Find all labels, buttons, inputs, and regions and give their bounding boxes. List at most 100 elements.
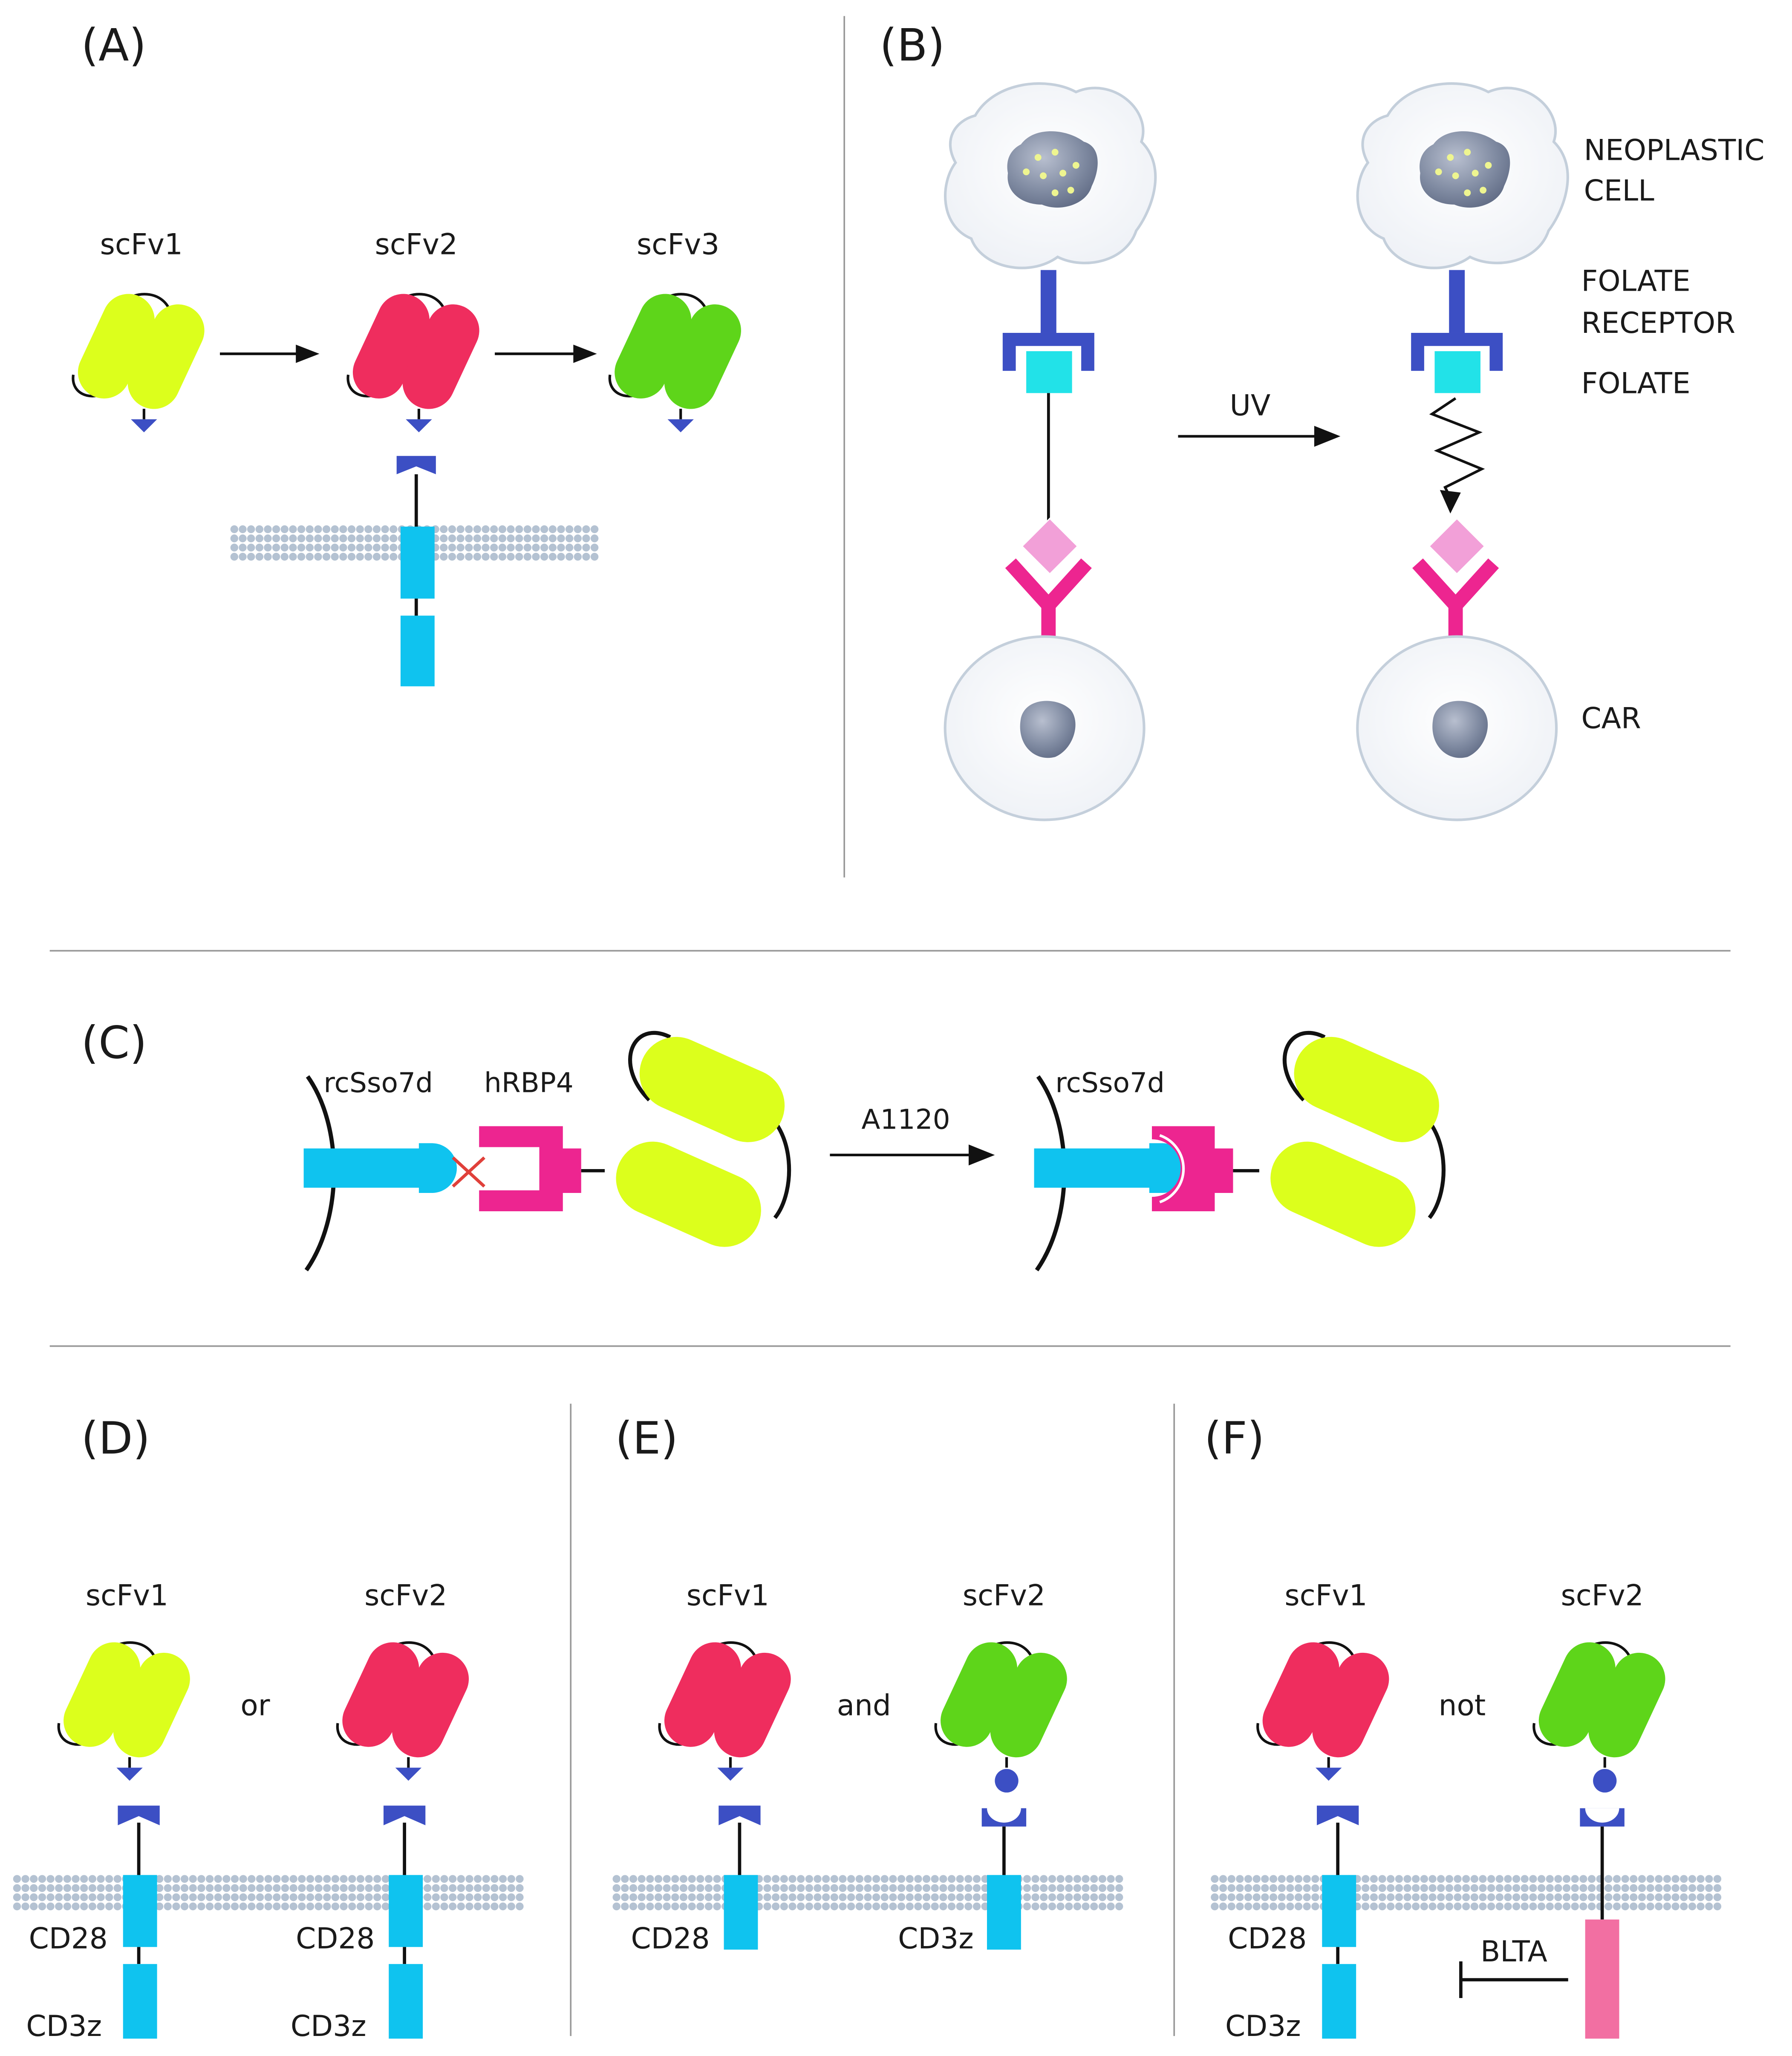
- scfv1-antibody: [72, 293, 205, 433]
- neoplastic-cell-right: [1356, 82, 1569, 269]
- a1120-arrow: [830, 1144, 995, 1166]
- scfv-large-domain-top: [1294, 1037, 1439, 1142]
- panel-e: (E) scFv1 scFv2 and CD28 CD3z: [612, 1412, 1123, 1955]
- scfv-large-domain-bottom: [1270, 1141, 1416, 1247]
- f-not-label: not: [1439, 1689, 1486, 1722]
- hrbp4-adapter: [479, 1126, 581, 1212]
- scfv-domain-vh: [941, 1642, 1018, 1747]
- rcsso7d-binder-left: [303, 1143, 457, 1193]
- d-cd28-block-right: [389, 1875, 423, 1947]
- panel-label-c: (C): [81, 1017, 147, 1069]
- d-cd28-label-left: CD28: [29, 1921, 108, 1955]
- scfv-domain-vh: [1262, 1642, 1339, 1747]
- scfv2-label: scFv2: [375, 228, 458, 261]
- scfv-tag-triangle: [116, 1767, 143, 1781]
- f-cd28-label: CD28: [1228, 1921, 1307, 1955]
- scfv-large-domain-bottom: [616, 1141, 761, 1247]
- scfv-tag-triangle: [717, 1767, 744, 1781]
- scfv-domain-vl: [1312, 1652, 1389, 1758]
- panel-label-f: (F): [1204, 1412, 1265, 1464]
- panel-label-d: (D): [81, 1412, 150, 1464]
- d-scfv2-antibody: [336, 1641, 469, 1781]
- scfv-tag-triangle: [406, 419, 432, 433]
- scfv-domain-vh: [664, 1642, 741, 1747]
- e-receptor-cd3z: [981, 1808, 1027, 1950]
- scfv-domain-vl: [402, 304, 479, 409]
- car-t-nucleus-right: [1432, 701, 1488, 758]
- e-cd3z-label: CD3z: [898, 1921, 974, 1955]
- uv-arrow: [1178, 426, 1341, 447]
- panel-c: (C) rcSso7d hRBP4 rcSso7d A1120: [81, 1017, 1446, 1272]
- d-receptor-left: [118, 1805, 160, 2039]
- folate-left: [1026, 351, 1072, 393]
- scfv-domain-vl: [113, 1652, 190, 1758]
- folate-label: FOLATE: [1581, 366, 1690, 400]
- scfv-domain-vh: [63, 1642, 141, 1747]
- neoplastic-cell-left: [944, 82, 1157, 269]
- scfv-large-right: [1270, 1031, 1446, 1247]
- scfv-domain-vl: [990, 1652, 1067, 1758]
- cell-membrane-e: [612, 1875, 1123, 1911]
- e-scfv2-label: scFv2: [963, 1579, 1045, 1612]
- cell-membrane-d: [13, 1875, 524, 1911]
- d-cd28-block-left: [123, 1875, 157, 1947]
- f-cd28-block: [1322, 1875, 1356, 1947]
- rcsso7d-label-left: rcSso7d: [323, 1067, 433, 1099]
- scfv-domain-vh: [342, 1642, 419, 1747]
- panel-d: (D) scFv1 scFv2 or CD28 CD3z CD28 CD3z: [13, 1412, 524, 2043]
- f-receptor-inhibitory: [1580, 1808, 1625, 2039]
- f-blta-block: [1585, 1919, 1619, 2039]
- scfv-large-linker-top: [628, 1031, 671, 1102]
- scfv-tag-triangle: [1315, 1767, 1342, 1781]
- scfv-domain-vl: [1588, 1652, 1665, 1758]
- e-scfv1-label: scFv1: [687, 1579, 769, 1612]
- folate-right: [1434, 351, 1480, 393]
- panel-b: (B) UV: [880, 19, 1764, 821]
- d-cd3z-block-right: [389, 1964, 423, 2039]
- f-inhibition-bar: [1459, 1961, 1568, 1998]
- scfv-tag-triangle: [667, 419, 694, 433]
- scfv-domain-vl: [664, 304, 741, 409]
- scfv-tag-circle: [995, 1769, 1019, 1793]
- divider-lines: [49, 16, 1731, 2036]
- cell-membrane-f: [1211, 1875, 1722, 1911]
- rcsso7d-binder-right: [1034, 1143, 1187, 1193]
- uv-label: UV: [1230, 388, 1271, 422]
- folate-receptor-label-line1: FOLATE: [1581, 264, 1690, 298]
- folate-receptor-left: [1002, 270, 1094, 371]
- folate-receptor-label-line2: RECEPTOR: [1581, 306, 1735, 340]
- scfv-tag-triangle: [395, 1767, 422, 1781]
- panel-a: (A) scFv1 scFv2 scFv3: [72, 19, 741, 687]
- hrbp4-bound: [1151, 1126, 1233, 1212]
- signaling-block-a: [400, 615, 435, 687]
- d-or-label: or: [240, 1689, 270, 1722]
- f-cd3z-block: [1322, 1964, 1356, 2039]
- d-scfv1-antibody: [57, 1641, 190, 1781]
- scfv-domain-vl: [127, 304, 205, 409]
- scfv-domain-vh: [1538, 1642, 1616, 1747]
- car-t-nucleus-left: [1020, 701, 1076, 758]
- d-cd3z-label-right: CD3z: [291, 2009, 366, 2043]
- tag-diamond-left: [1021, 517, 1079, 575]
- panel-label-a: (A): [81, 19, 146, 71]
- scfv-large-left: [616, 1031, 791, 1247]
- e-receptor-cd28: [719, 1805, 761, 1950]
- scfv-domain-vh: [615, 294, 692, 398]
- panel-label-e: (E): [615, 1412, 678, 1464]
- scfv-domain-vh: [352, 294, 430, 398]
- receptor-a: [396, 456, 436, 687]
- d-scfv2-label: scFv2: [364, 1579, 447, 1612]
- arrow-scfv2-to-scfv3: [495, 344, 597, 363]
- scfv1-label: scFv1: [100, 228, 183, 261]
- hrbp4-label: hRBP4: [484, 1067, 574, 1099]
- scfv-domain-vl: [392, 1652, 469, 1758]
- scfv3-label: scFv3: [637, 228, 719, 261]
- no-binding-x-mark: [452, 1156, 485, 1188]
- cleaved-linker-zigzag: [1429, 397, 1485, 514]
- adapter-receptor-a: [396, 456, 436, 474]
- e-scfv1-antibody: [658, 1641, 791, 1781]
- f-scfv1-label: scFv1: [1284, 1579, 1367, 1612]
- d-cd3z-label-left: CD3z: [26, 2009, 102, 2043]
- f-scfv1-antibody: [1256, 1641, 1389, 1781]
